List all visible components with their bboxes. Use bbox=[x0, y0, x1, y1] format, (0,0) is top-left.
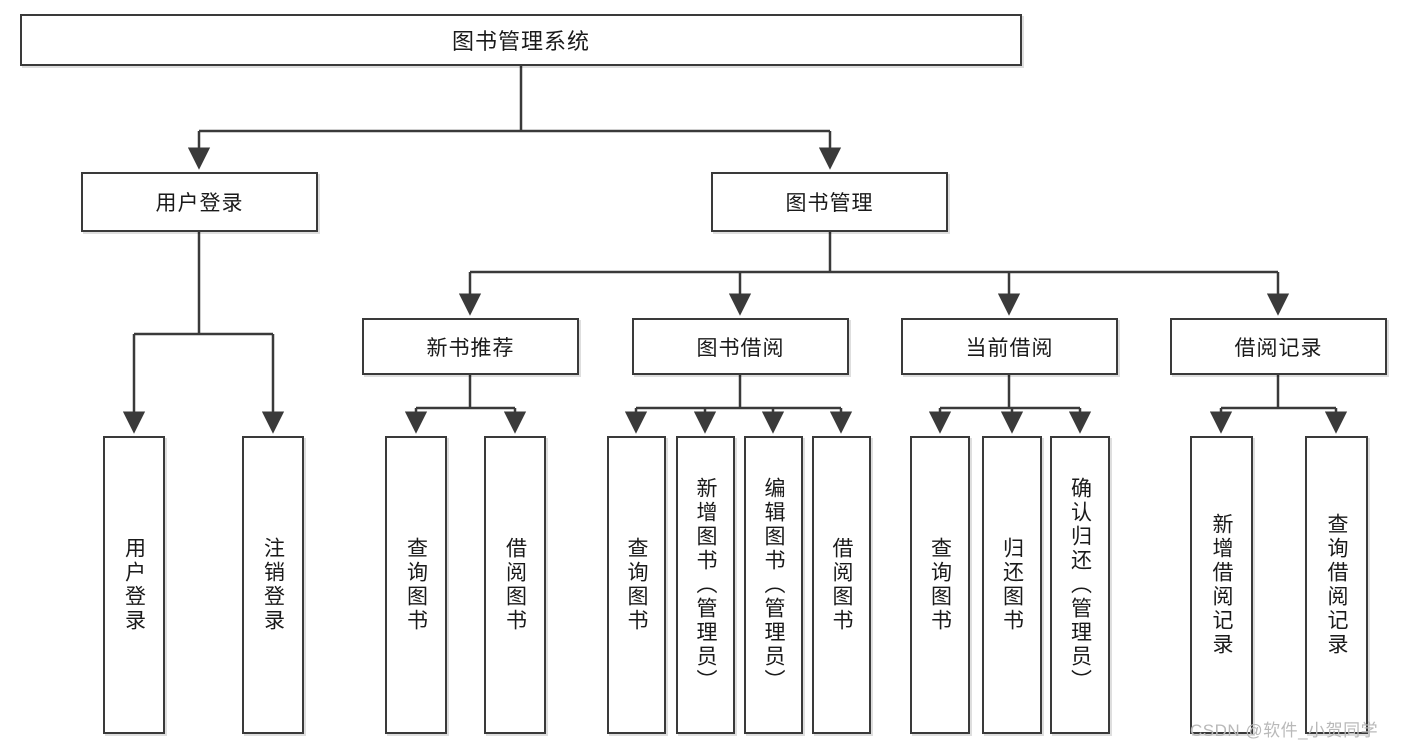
leaf-label: 归还图书 bbox=[1000, 537, 1024, 633]
node-label: 图书管理 bbox=[785, 192, 874, 215]
leaf-confirm-return-admin[interactable]: 确认归还（管理员） bbox=[1050, 436, 1110, 734]
leaf-add-borrow-record[interactable]: 新增借阅记录 bbox=[1190, 436, 1253, 734]
leaf-return-book[interactable]: 归还图书 bbox=[982, 436, 1042, 734]
leaf-label: 查询图书 bbox=[928, 537, 952, 633]
leaf-user-login[interactable]: 用户登录 bbox=[103, 436, 165, 734]
leaf-label: 编辑图书（管理员） bbox=[762, 477, 785, 693]
node-borrow-record[interactable]: 借阅记录 bbox=[1170, 318, 1387, 375]
leaf-query-borrow-record[interactable]: 查询借阅记录 bbox=[1305, 436, 1368, 734]
leaf-add-book-admin[interactable]: 新增图书（管理员） bbox=[676, 436, 735, 734]
leaf-label: 查询图书 bbox=[404, 537, 428, 633]
node-label: 图书借阅 bbox=[696, 336, 785, 360]
node-current-borrow[interactable]: 当前借阅 bbox=[901, 318, 1118, 375]
node-book-management[interactable]: 图书管理 bbox=[711, 172, 948, 232]
leaf-label: 借阅图书 bbox=[830, 537, 853, 633]
leaf-label: 确认归还（管理员） bbox=[1068, 477, 1092, 693]
leaf-logout[interactable]: 注销登录 bbox=[242, 436, 304, 734]
leaf-borrow-book-recommend[interactable]: 借阅图书 bbox=[484, 436, 546, 734]
leaf-label: 查询图书 bbox=[625, 537, 648, 633]
leaf-label: 查询借阅记录 bbox=[1325, 513, 1348, 657]
leaf-edit-book-admin[interactable]: 编辑图书（管理员） bbox=[744, 436, 803, 734]
leaf-query-book-recommend[interactable]: 查询图书 bbox=[385, 436, 447, 734]
leaf-label: 新增借阅记录 bbox=[1210, 513, 1233, 657]
leaf-label: 借阅图书 bbox=[503, 537, 527, 633]
node-new-book-recommend[interactable]: 新书推荐 bbox=[362, 318, 579, 375]
node-root[interactable]: 图书管理系统 bbox=[20, 14, 1022, 66]
leaf-borrow-book[interactable]: 借阅图书 bbox=[812, 436, 871, 734]
leaf-query-book-current[interactable]: 查询图书 bbox=[910, 436, 970, 734]
node-root-label: 图书管理系统 bbox=[451, 29, 590, 54]
leaf-label: 用户登录 bbox=[122, 537, 146, 633]
watermark: CSDN @软件_小贺同学 bbox=[1190, 721, 1379, 740]
node-book-borrow[interactable]: 图书借阅 bbox=[632, 318, 849, 375]
node-label: 当前借阅 bbox=[965, 336, 1054, 360]
node-user-login[interactable]: 用户登录 bbox=[81, 172, 318, 232]
leaf-label: 新增图书（管理员） bbox=[694, 477, 717, 693]
leaf-label: 注销登录 bbox=[261, 537, 285, 633]
node-label: 借阅记录 bbox=[1234, 336, 1323, 360]
leaf-query-book-borrow[interactable]: 查询图书 bbox=[607, 436, 666, 734]
node-label: 新书推荐 bbox=[426, 336, 515, 360]
node-label: 用户登录 bbox=[155, 192, 244, 215]
